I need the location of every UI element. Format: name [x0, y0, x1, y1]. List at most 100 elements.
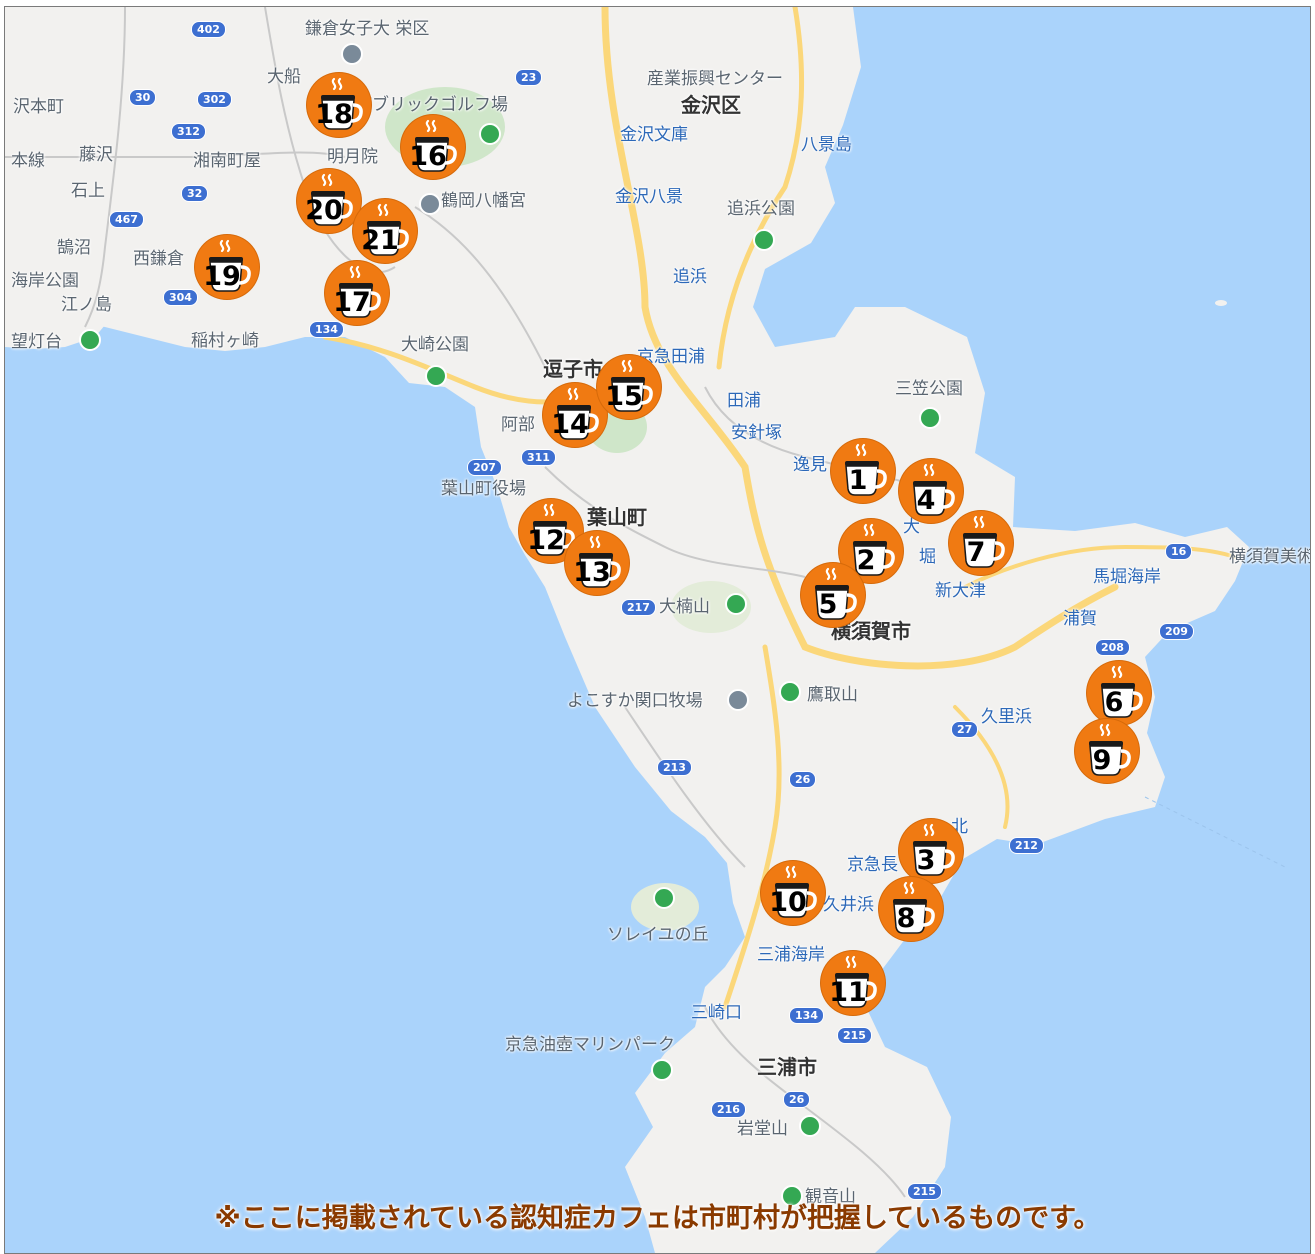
coffee-cup-icon: [815, 567, 857, 620]
cafe-marker-1[interactable]: 1: [831, 439, 895, 503]
place-label-hayama-yakuba: 葉山町役場: [441, 479, 526, 499]
cafe-marker-number: 21: [361, 225, 399, 256]
place-label-anjinzuka: 安針塚: [731, 423, 782, 443]
cafe-marker-18[interactable]: 18: [307, 73, 371, 137]
place-label-taura: 田浦: [727, 391, 761, 411]
place-label-soleil: ソレイユの丘: [607, 925, 709, 945]
place-label-takatori: 鷹取山: [807, 685, 858, 705]
poi-takatori-icon[interactable]: [779, 681, 801, 703]
poi-tsurugaoka-icon[interactable]: [419, 193, 441, 215]
cafe-marker-number: 18: [315, 99, 353, 130]
coffee-cup-icon: [611, 359, 653, 412]
place-label-yokosuka-bijutsu: 横須賀美術: [1229, 547, 1311, 567]
cafe-marker-11[interactable]: 11: [821, 951, 885, 1015]
cafe-marker-7[interactable]: 7: [949, 511, 1013, 575]
place-label-kanazawa-ku: 金沢区: [681, 93, 741, 117]
route-shield: 216: [711, 1101, 746, 1118]
cafe-marker-number: 14: [551, 409, 589, 440]
cafe-marker-19[interactable]: 19: [195, 235, 259, 299]
coffee-cup-icon: [367, 203, 409, 256]
route-shield: 209: [1159, 623, 1194, 640]
cafe-marker-20[interactable]: 20: [297, 169, 361, 233]
coffee-cup-icon: [845, 443, 887, 496]
place-label-zushi: 逗子市: [543, 357, 603, 381]
poi-sekiguchi-icon[interactable]: [727, 689, 749, 711]
poi-kamakura-icon[interactable]: [341, 43, 363, 65]
place-label-umabori: 馬堀海岸: [1093, 567, 1161, 587]
poi-okusuyama-icon[interactable]: [725, 593, 747, 615]
place-label-ishigami: 石上: [71, 181, 105, 201]
poi-kannonyama-icon[interactable]: [781, 1185, 803, 1207]
coffee-cup-icon: [893, 881, 935, 934]
cafe-marker-16[interactable]: 16: [401, 115, 465, 179]
cafe-marker-3[interactable]: 3: [899, 819, 963, 883]
cafe-marker-number: 11: [829, 977, 867, 1008]
route-shield: 215: [837, 1027, 872, 1044]
cafe-marker-13[interactable]: 13: [565, 531, 629, 595]
poi-oppama-koen-icon[interactable]: [753, 229, 775, 251]
poi-aburatsubo-icon[interactable]: [651, 1059, 673, 1081]
cafe-marker-number: 1: [848, 465, 868, 496]
cafe-marker-5[interactable]: 5: [801, 563, 865, 627]
place-label-bobodai: 望灯台: [11, 332, 62, 352]
poi-osaki-koen-icon[interactable]: [425, 365, 447, 387]
cafe-marker-21[interactable]: 21: [353, 199, 417, 263]
coffee-cup-icon: [775, 865, 817, 918]
coffee-cup-icon: [853, 523, 895, 576]
route-shield: 27: [951, 721, 979, 738]
place-label-shonan-machiya: 湘南町屋: [193, 151, 261, 171]
coffee-cup-icon: [579, 535, 621, 588]
route-shield: 32: [181, 185, 209, 202]
coffee-cup-icon: [321, 77, 363, 130]
route-shield: 312: [171, 123, 206, 140]
place-label-golf: パブリックゴルフ場: [355, 95, 508, 115]
cafe-marker-number: 4: [916, 485, 936, 516]
coffee-cup-icon: [415, 119, 457, 172]
place-label-sekiguchi: よこすか関口牧場: [567, 691, 703, 711]
map-base: [5, 7, 1310, 1253]
route-shield: 208: [1095, 639, 1130, 656]
cafe-marker-10[interactable]: 10: [761, 861, 825, 925]
place-label-hori: 堀: [919, 547, 936, 567]
coffee-cup-icon: [1089, 723, 1131, 776]
place-label-kamakura-joshi: 鎌倉女子大 栄区: [305, 19, 430, 39]
coffee-cup-icon: [533, 503, 575, 556]
place-label-keikyu-naga: 京急長: [847, 855, 898, 875]
poi-mikasa-icon[interactable]: [919, 407, 941, 429]
place-label-fujisawa-honmachi: 沢本町: [13, 97, 64, 117]
place-label-ofuna: 大船: [267, 67, 301, 87]
place-label-osaki-koen: 大崎公園: [401, 335, 469, 355]
place-label-miurakaigan: 三浦海岸: [757, 945, 825, 965]
place-label-miurakaigan-kuri: 久井浜: [823, 895, 874, 915]
route-shield: 402: [191, 21, 226, 38]
poi-soleil-icon[interactable]: [653, 887, 675, 909]
poi-iwadoyama-icon[interactable]: [799, 1115, 821, 1137]
poi-golf-icon[interactable]: [479, 123, 501, 145]
place-label-miura-shi: 三浦市: [757, 1055, 817, 1079]
cafe-marker-15[interactable]: 15: [597, 355, 661, 419]
cafe-marker-4[interactable]: 4: [899, 459, 963, 523]
cafe-marker-14[interactable]: 14: [543, 383, 607, 447]
map-frame[interactable]: 鎌倉女子大 栄区大船パブリックゴルフ場明月院鶴岡八幡宮沢本町藤沢本線湘南町屋石上…: [4, 6, 1311, 1254]
route-shield: 26: [789, 771, 817, 788]
coffee-cup-icon: [963, 515, 1005, 568]
place-label-kaigan-koen: 海岸公園: [11, 271, 79, 291]
poi-bobodai-icon[interactable]: [79, 329, 101, 351]
footnote-text: ※ここに掲載されている認知症カフェは市町村が把握しているものです。: [214, 1203, 1101, 1234]
place-label-nishikamakura: 西鎌倉: [133, 249, 184, 269]
cafe-marker-17[interactable]: 17: [325, 261, 389, 325]
cafe-marker-6[interactable]: 6: [1087, 661, 1151, 725]
place-label-okusuyama: 大楠山: [659, 597, 710, 617]
cafe-marker-9[interactable]: 9: [1075, 719, 1139, 783]
cafe-marker-number: 2: [856, 545, 876, 576]
cafe-marker-number: 16: [409, 141, 447, 172]
coffee-cup-icon: [209, 239, 251, 292]
place-label-shinotsu: 新大津: [935, 581, 986, 601]
cafe-marker-number: 5: [818, 589, 838, 620]
place-label-inamuragasaki: 稲村ヶ崎: [191, 331, 259, 351]
cafe-marker-8[interactable]: 8: [879, 877, 943, 941]
route-shield: 30: [129, 89, 157, 106]
route-shield: 26: [783, 1091, 811, 1108]
route-shield: 134: [789, 1007, 824, 1024]
place-label-yokodai: 大: [903, 517, 920, 537]
